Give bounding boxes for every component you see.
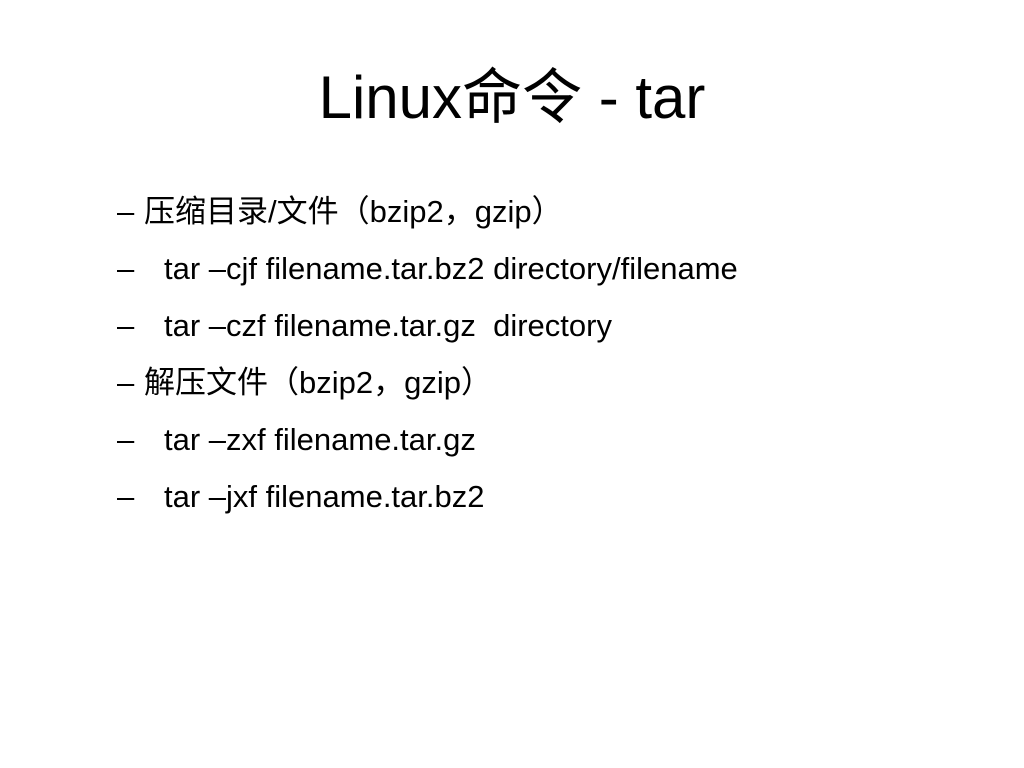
bullet-item-compress-heading: – 压缩目录/文件（bzip2，gzip）	[117, 188, 738, 245]
bullet-dash: –	[117, 251, 135, 286]
slide-title: Linux命令 - tar	[318, 64, 706, 131]
bullet-list: – 压缩目录/文件（bzip2，gzip） – tar –cjf filenam…	[117, 188, 738, 530]
bullet-item-command-cjf: – tar –cjf filename.tar.bz2 directory/fi…	[117, 245, 738, 302]
bullet-text: 压缩目录/文件（bzip2，gzip）	[144, 194, 563, 229]
bullet-dash: –	[117, 308, 135, 343]
bullet-item-extract-heading: – 解压文件（bzip2，gzip）	[117, 359, 738, 416]
bullet-text: 解压文件（bzip2，gzip）	[144, 365, 492, 400]
bullet-text: tar –czf filename.tar.gz directory	[164, 308, 612, 343]
bullet-dash: –	[117, 365, 135, 400]
bullet-item-command-czf: – tar –czf filename.tar.gz directory	[117, 302, 738, 359]
bullet-text: tar –cjf filename.tar.bz2 directory/file…	[164, 251, 738, 286]
bullet-item-command-jxf: – tar –jxf filename.tar.bz2	[117, 473, 738, 530]
bullet-text: tar –zxf filename.tar.gz	[164, 422, 476, 457]
bullet-dash: –	[117, 479, 135, 514]
bullet-dash: –	[117, 422, 135, 457]
bullet-item-command-zxf: – tar –zxf filename.tar.gz	[117, 416, 738, 473]
bullet-text: tar –jxf filename.tar.bz2	[164, 479, 485, 514]
bullet-dash: –	[117, 194, 135, 229]
